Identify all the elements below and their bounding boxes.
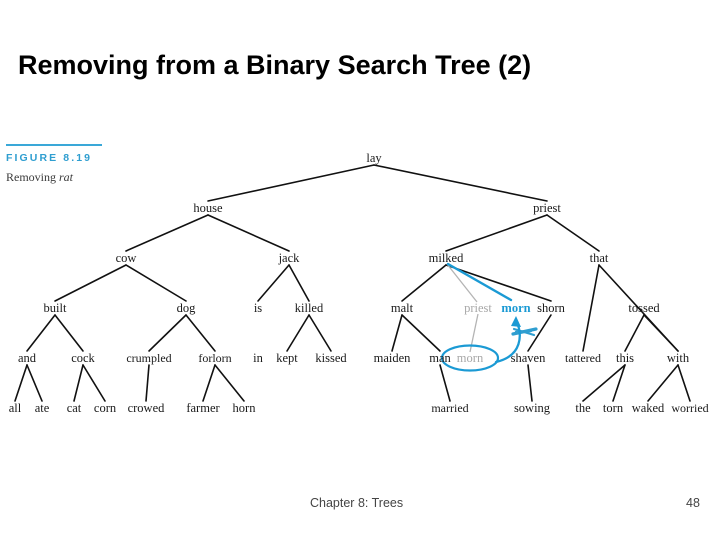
- tree-node-priest2: priest: [533, 200, 561, 215]
- tree-edge-with-worried: [677, 364, 691, 402]
- tree-node-ate: ate: [34, 400, 50, 415]
- tree-node-tattered: tattered: [565, 351, 601, 365]
- tree-edge-forlorn-horn: [214, 364, 245, 402]
- tree-edge-jack-killed: [288, 264, 310, 302]
- tree-node-killed: killed: [294, 300, 324, 315]
- tree-node-cow: cow: [115, 250, 137, 265]
- tree-node-and: and: [17, 350, 37, 365]
- tree-node-built: built: [43, 300, 67, 315]
- tree-node-shaven: shaven: [510, 350, 546, 365]
- tree-edge-cock-cat: [73, 364, 84, 402]
- tree-node-mornNew: morn: [501, 300, 531, 315]
- tree-node-shorn: shorn: [537, 300, 565, 315]
- tree-node-this: this: [615, 350, 635, 365]
- tree-node-kissed: kissed: [315, 350, 347, 365]
- tree-edge-malt-man: [401, 314, 441, 352]
- figure-caption-italic: rat: [59, 170, 74, 184]
- tree-node-married: married: [431, 401, 469, 415]
- tree-edge-dog-forlorn: [185, 314, 216, 352]
- figure-container: FIGURE 8.19 Removing rat: [0, 130, 720, 430]
- tree-node-malt: malt: [390, 300, 414, 315]
- tree-edge-this-torn: [612, 364, 626, 402]
- tree-node-sowing: sowing: [513, 400, 551, 415]
- tree-node-house: house: [193, 200, 223, 215]
- tree-node-worried: worried: [671, 401, 709, 415]
- tree-node-lay: lay: [366, 150, 382, 165]
- tree-edge-cock-corn: [82, 364, 106, 402]
- tree-edge-jack-is: [257, 264, 290, 302]
- tree-node-crowed: crowed: [127, 400, 165, 415]
- tree-node-man: man: [429, 350, 451, 365]
- figure-caption-prefix: Removing: [6, 170, 59, 184]
- tree-edge-built-cock: [54, 314, 84, 352]
- tree-node-priest1: priest: [464, 300, 492, 315]
- tree-edge-that-tattered: [582, 264, 600, 352]
- strikeout-rat-annotation: [511, 327, 538, 337]
- tree-node-corn: corn: [93, 400, 117, 415]
- tree-node-all: all: [8, 400, 22, 415]
- tree-edges: [14, 164, 691, 402]
- tree-node-tossed: tossed: [628, 300, 660, 315]
- move-arrow-milked-to-morn: [446, 262, 513, 302]
- tree-edge-malt-maiden: [391, 314, 403, 352]
- circle-morn-annotation: [440, 344, 500, 372]
- tree-node-cat: cat: [66, 400, 82, 415]
- footer-page-number: 48: [686, 496, 700, 510]
- tree-node-farmer: farmer: [186, 400, 220, 415]
- tree-node-the: the: [575, 400, 591, 415]
- figure-caption: Removing rat: [6, 170, 73, 185]
- tree-edge-shorn-shaven: [527, 314, 552, 352]
- tree-edge-priest2-milked: [445, 214, 548, 252]
- tree-edge-killed-kissed: [308, 314, 332, 352]
- tree-edge-milked-shorn: [445, 264, 552, 302]
- tree-edge-shaven-sowing: [527, 364, 533, 402]
- tree-edge-crumpled-crowed: [145, 364, 150, 402]
- tree-edge-forlorn-farmer: [202, 364, 216, 402]
- tree-edge-cow-built: [54, 264, 127, 302]
- binary-search-tree-diagram: [14, 164, 691, 402]
- tree-edge-and-ate: [26, 364, 43, 402]
- tree-node-horn: horn: [232, 400, 256, 415]
- tree-node-waked: waked: [631, 400, 665, 415]
- tree-node-in: in: [253, 350, 263, 365]
- tree-edge-milked-malt: [401, 264, 447, 302]
- tree-node-with: with: [666, 350, 690, 365]
- tree-edge-house-cow: [125, 214, 209, 252]
- tree-node-maiden: maiden: [373, 350, 411, 365]
- tree-node-jack: jack: [278, 250, 300, 265]
- footer-chapter-label: Chapter 8: Trees: [310, 496, 404, 510]
- tree-edge-lay-house: [207, 164, 375, 202]
- tree-edge-this-the: [582, 364, 626, 402]
- move-arrow-morn-up: [494, 316, 521, 364]
- tree-edge-priest2-that: [546, 214, 600, 252]
- tree-node-that: that: [589, 250, 609, 265]
- tree-edge-with-waked: [647, 364, 679, 402]
- page-title: Removing from a Binary Search Tree (2): [18, 50, 532, 80]
- tree-edge-built-and: [26, 314, 56, 352]
- figure-rule: [6, 144, 102, 146]
- tree-edge-man-married: [439, 364, 451, 402]
- tree-node-dog: dog: [176, 300, 196, 315]
- tree-node-forlorn: forlorn: [198, 351, 232, 365]
- tree-edge-dog-crumpled: [148, 314, 187, 352]
- tree-edge-lay-priest2: [373, 164, 548, 202]
- figure-label: FIGURE 8.19: [6, 152, 93, 164]
- tree-node-milked: milked: [428, 250, 464, 265]
- tree-node-is: is: [253, 300, 263, 315]
- tree-edge-house-jack: [207, 214, 290, 252]
- tree-edge-tossed-this: [624, 314, 645, 352]
- tree-edge-and-all: [14, 364, 28, 402]
- tree-node-mornOld: morn: [456, 350, 484, 365]
- tree-node-crumpled: crumpled: [126, 351, 172, 365]
- tree-node-cock: cock: [71, 350, 95, 365]
- tree-edge-tossed-with: [643, 314, 679, 352]
- tree-edge-cow-dog: [125, 264, 187, 302]
- tree-node-kept: kept: [276, 350, 298, 365]
- tree-node-torn: torn: [602, 400, 624, 415]
- tree-edge-killed-kept: [286, 314, 310, 352]
